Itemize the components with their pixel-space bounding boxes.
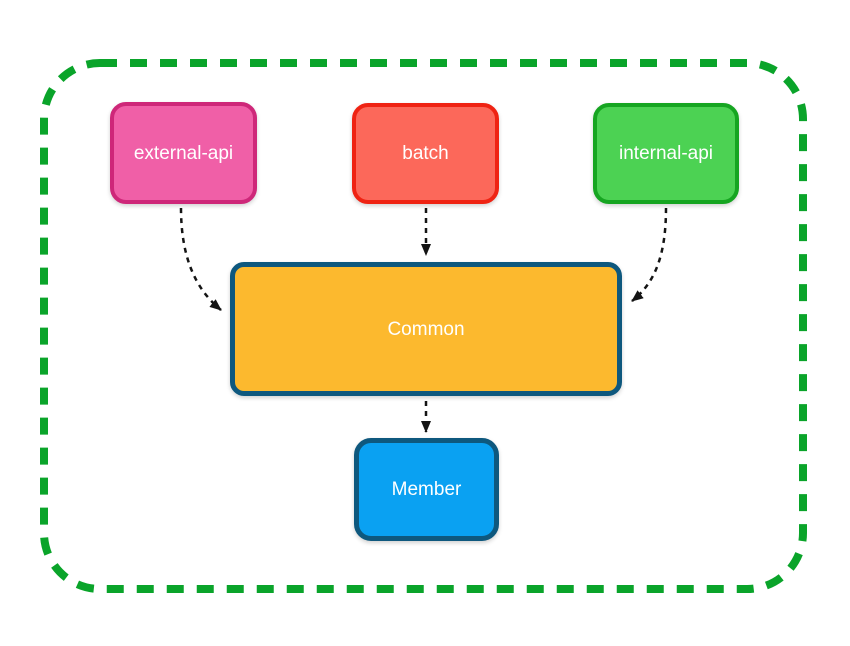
node-common: Common [230, 262, 622, 396]
system-boundary [40, 59, 807, 593]
edge-internal-api-to-common [631, 207, 668, 302]
node-common-label: Common [387, 318, 465, 340]
node-batch-label: batch [402, 143, 449, 164]
node-member: Member [354, 438, 499, 541]
node-internal-api-label: internal-api [619, 143, 713, 164]
node-member-label: Member [391, 479, 462, 500]
edge-external-api-to-common [179, 207, 222, 311]
node-batch: batch [352, 103, 499, 204]
node-external-api: external-api [110, 102, 257, 204]
node-external-api-label: external-api [133, 142, 234, 164]
node-internal-api: internal-api [593, 103, 739, 204]
